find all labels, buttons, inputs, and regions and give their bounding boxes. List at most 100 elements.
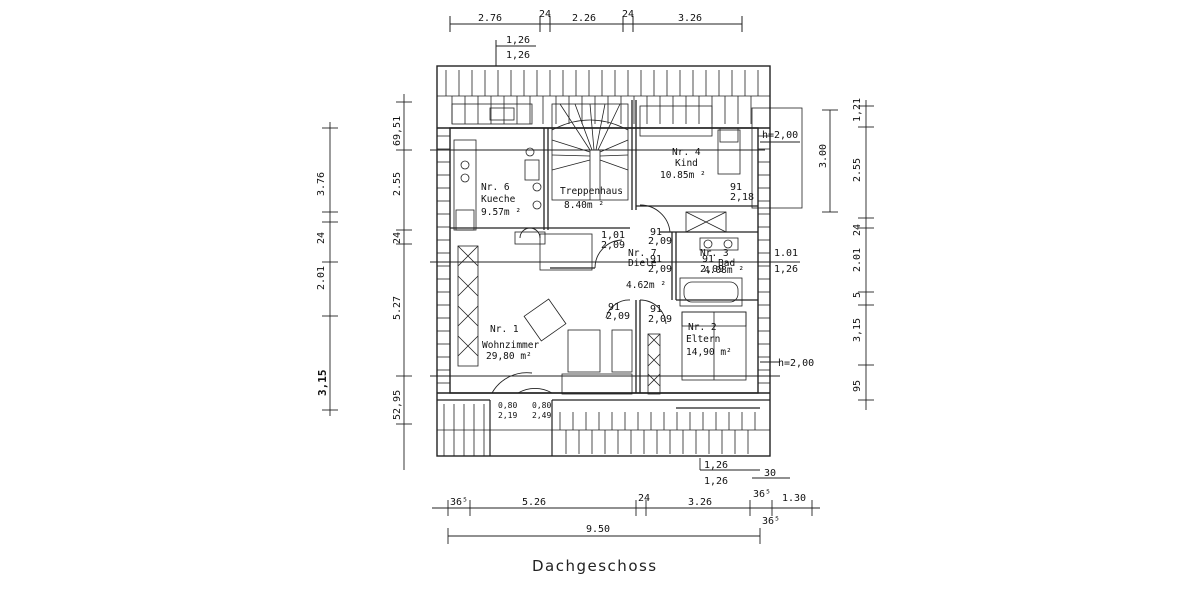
door-label: 0,80 — [498, 401, 517, 410]
right-dim-1: 1,21 — [852, 98, 863, 122]
left-outer-dim-1: 3.76 — [316, 172, 327, 196]
left-outer-dim-3: 2.01 — [316, 266, 327, 290]
lower-sub-3: 1,26 — [704, 476, 728, 487]
room-kind: Nr. 4 Kind 10.85m ² — [660, 147, 706, 181]
room-number: Nr. 4 — [672, 147, 701, 158]
room-name: Bad — [718, 258, 735, 269]
room-number: Nr. 1 — [490, 324, 519, 335]
room-area: 29,80 m² — [486, 351, 532, 362]
door-label: 91 — [730, 182, 742, 193]
door-label: 91 — [650, 227, 662, 238]
door-label: 2,09 — [606, 311, 630, 322]
bottom-outline — [437, 399, 770, 456]
roof-hatching — [437, 70, 770, 456]
door-label: 2,19 — [498, 411, 517, 420]
room-area: 10.85m ² — [660, 170, 706, 181]
room-area: 14,90 m² — [686, 347, 732, 358]
top-dim-3: 2.26 — [572, 13, 596, 24]
room-name: Kind — [675, 158, 698, 169]
bottom-dimension-chains — [432, 458, 820, 544]
section-lines — [430, 141, 800, 377]
room-kueche: Nr. 6 Kueche 9.57m ² — [481, 182, 521, 218]
right-dim-7: 3,15 — [852, 318, 863, 342]
right-dim-8: 95 — [852, 380, 863, 392]
door-swings — [491, 204, 671, 394]
room-number: Nr. 7 — [628, 248, 657, 259]
door-label: 2,49 — [532, 411, 551, 420]
door-label: 2,09 — [648, 314, 672, 325]
right-dim-3: 2.55 — [852, 158, 863, 182]
bottom-total: 9.50 — [586, 524, 610, 535]
door-label: 2,18 — [730, 192, 754, 203]
door-label: 1,26 — [774, 264, 798, 275]
door-label: 91 — [608, 302, 620, 313]
room-name: Diele — [628, 258, 657, 269]
top-sub-dim-2: 1,26 — [506, 50, 530, 61]
door-label: 91 — [702, 254, 714, 265]
room-bad: Nr. 3 Bad 4.08m ² — [700, 248, 744, 276]
room-number: Nr. 6 — [481, 182, 510, 193]
plan-title: Dachgeschoss — [532, 557, 658, 575]
bottom-dim-1: 36⁵ — [450, 497, 468, 508]
door-label: 91 — [650, 254, 662, 265]
right-dim-2: 3.00 — [818, 144, 829, 168]
right-dim-4: 24 — [852, 224, 863, 236]
top-dim-2: 24 — [539, 9, 551, 20]
room-area: 8.40m ² — [564, 200, 604, 211]
left-outer-dim-4: 3,15 — [316, 370, 329, 397]
kitchen-fixtures — [451, 103, 542, 231]
door-label: 1,01 — [601, 230, 625, 241]
staircase — [551, 103, 629, 201]
left-inner-dim-2: 2.55 — [392, 172, 403, 196]
right-dimension-chains — [822, 100, 874, 410]
bath-fixtures — [679, 237, 743, 307]
room-wohnzimmer: Nr. 1 Wohnzimmer 29,80 m² — [482, 324, 539, 362]
room-area: 4.62m ² — [626, 280, 666, 291]
room-name: Treppenhaus — [560, 186, 623, 197]
door-label: 2,09 — [648, 264, 672, 275]
top-dim-4: 24 — [622, 9, 634, 20]
left-inner-dim-5: 52,95 — [392, 390, 403, 420]
room-name: Wohnzimmer — [482, 340, 539, 351]
door-label: 91 — [650, 304, 662, 315]
room-name: Eltern — [686, 334, 720, 345]
room-area: 4.08m ² — [704, 265, 744, 276]
top-sub-dim-1: 1,26 — [506, 35, 530, 46]
room-name: Kueche — [481, 194, 516, 205]
door-labels: 91 2,18 1,01 2,09 91 2,09 91 2,09 1.01 1… — [498, 182, 798, 420]
lower-sub-1: 1,26 — [704, 460, 728, 471]
left-inner-dimension-chain — [396, 94, 412, 470]
room-number: Nr. 3 — [700, 248, 729, 259]
right-dim-6: 5 — [852, 292, 863, 298]
room-area: 9.57m ² — [481, 207, 521, 218]
bottom-dim-6: 1.30 — [782, 493, 806, 504]
room-number: Nr. 2 — [688, 322, 717, 333]
bottom-dim-2: 5.26 — [522, 497, 546, 508]
top-sub-dimension — [495, 40, 536, 66]
top-dimension-chain — [449, 16, 743, 32]
door-label: 2,09 — [648, 236, 672, 247]
left-outer-dim-2: 24 — [316, 232, 327, 244]
room-treppenhaus: Treppenhaus 8.40m ² — [560, 186, 623, 211]
door-label: 2,09 — [601, 240, 625, 251]
top-dim-1: 2.76 — [478, 13, 502, 24]
room-eltern: Nr. 2 Eltern 14,90 m² — [686, 322, 732, 358]
top-dim-5: 3.26 — [678, 13, 702, 24]
door-label: 2,09 — [700, 264, 724, 275]
lower-sub-2: 30 — [764, 468, 776, 479]
kind-fixtures — [639, 105, 803, 233]
living-fixtures — [457, 231, 661, 395]
bottom-dim-5: 36⁵ — [753, 489, 771, 500]
left-inner-dim-3: 24 — [392, 232, 403, 244]
note-height-lower: h=2,00 — [778, 358, 814, 369]
outer-walls — [436, 65, 771, 457]
room-diele: Nr. 7 Diele 4.62m ² — [626, 248, 666, 291]
eltern-fixtures — [681, 311, 747, 381]
door-label: 1.01 — [774, 248, 798, 259]
left-inner-dim-4: 5.27 — [392, 296, 403, 320]
left-inner-dim-1: 69,51 — [392, 116, 403, 146]
note-height-upper: h=2,00 — [762, 130, 798, 141]
right-dim-5: 2.01 — [852, 248, 863, 272]
left-outer-dimension-chain — [322, 122, 338, 416]
